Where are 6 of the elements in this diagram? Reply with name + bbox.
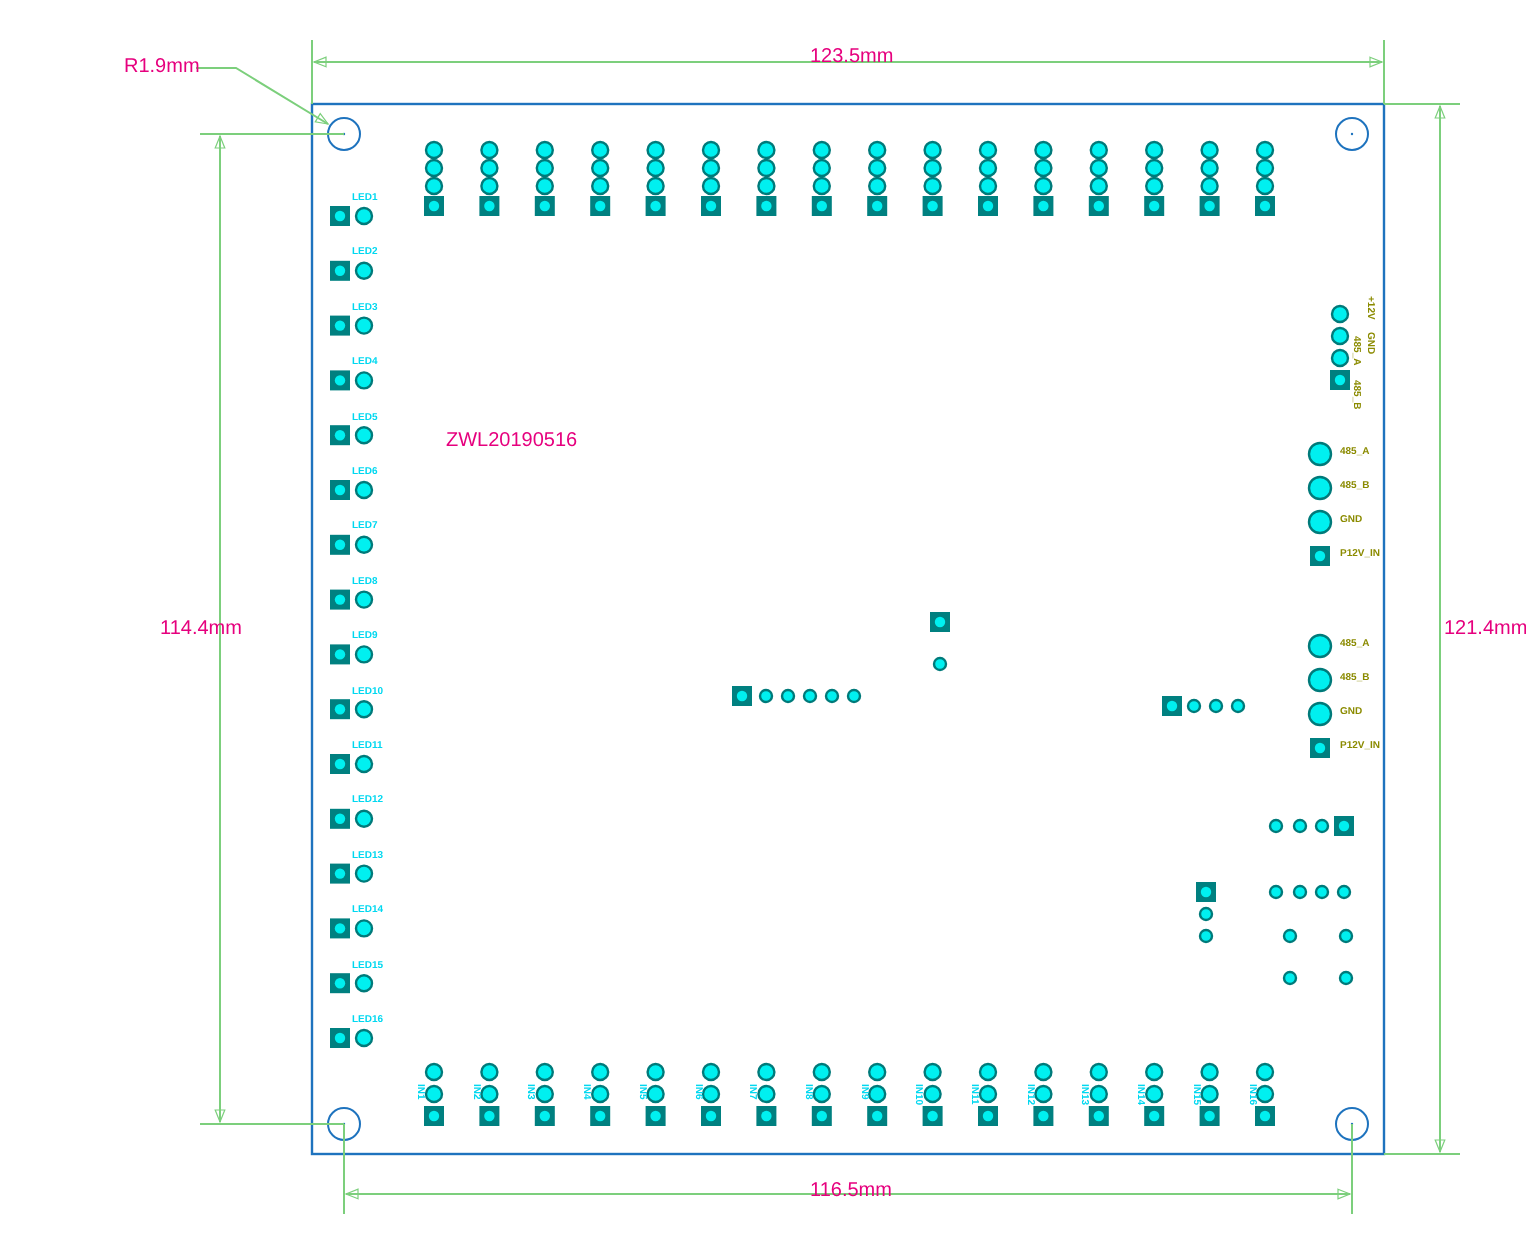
part-number-label: ZWL20190516	[446, 432, 578, 452]
dimension-label: 121.4mm	[1444, 620, 1526, 640]
dimension-label: 116.5mm	[810, 1182, 892, 1202]
dimension-label: 123.5mm	[810, 48, 894, 68]
dimension-label: R1.9mm	[124, 58, 200, 78]
dimension-label: 114.4mm	[160, 620, 242, 640]
